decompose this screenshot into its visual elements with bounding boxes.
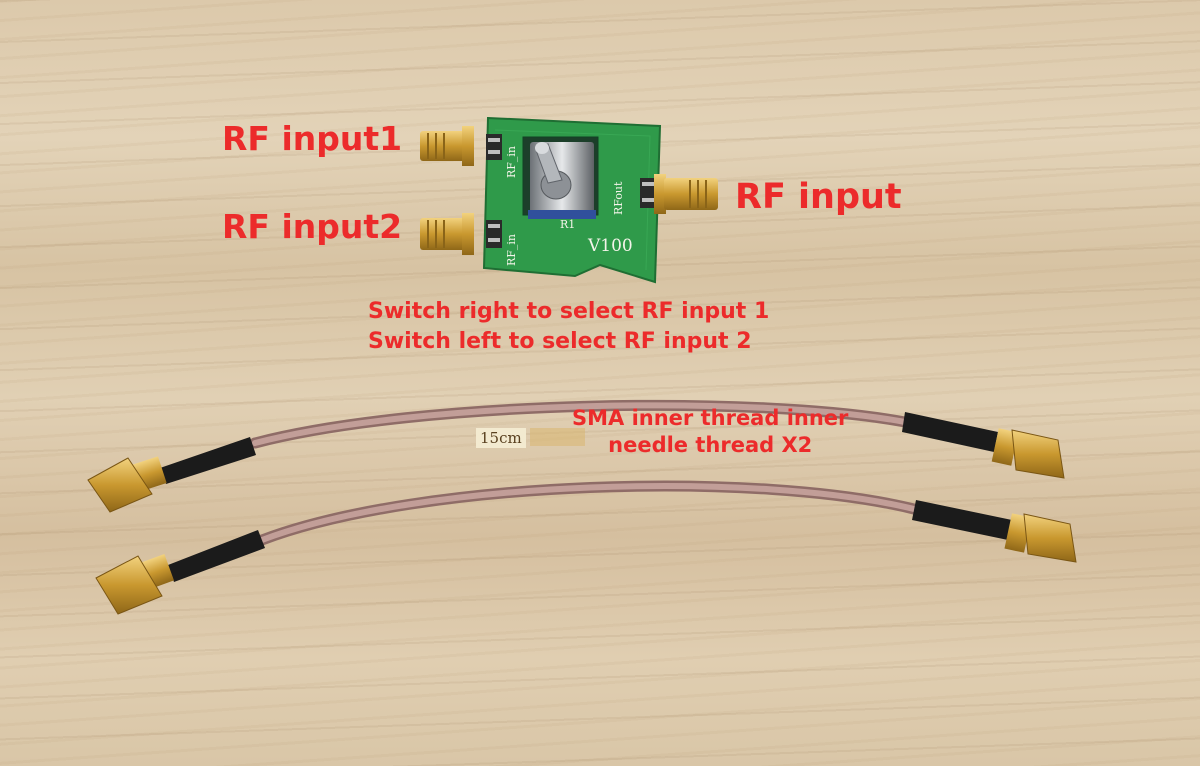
rf-output-annotation: RF input: [735, 177, 902, 217]
board-model-label: V100: [588, 236, 633, 256]
sma-cable-description: SMA inner thread inner needle thread X2: [572, 405, 848, 460]
sma-cable-2: [95, 480, 1077, 615]
cable-length-tag: 15cm: [476, 428, 526, 448]
switch-instructions: Switch right to select RF input 1 Switch…: [368, 297, 769, 356]
sma-cable-1: [87, 399, 1065, 513]
port-in1-silk-label: RF_in: [505, 145, 518, 178]
sma-description-line-1: SMA inner thread inner: [572, 406, 849, 430]
port-out-silk-label: RFout: [612, 181, 625, 215]
pin-header-right: [640, 178, 656, 208]
sma-jack-input1: [420, 126, 474, 166]
switch-instruction-line-1: Switch right to select RF input 1: [368, 299, 770, 324]
switch-pcb: [482, 116, 662, 284]
toggle-switch: [522, 136, 599, 219]
pin-header-left-bottom: [486, 220, 502, 248]
port-in2-silk-label: RF_in: [505, 233, 518, 266]
pin-header-left-top: [486, 134, 502, 160]
cable-tag-sleeve: [530, 428, 585, 446]
sma-jack-input2: [420, 213, 474, 255]
sma-jack-output: [654, 174, 718, 214]
resistor-label: R1: [560, 218, 576, 231]
rf-input1-annotation: RF input1: [222, 119, 403, 158]
rf-input2-annotation: RF input2: [222, 207, 403, 246]
switch-instruction-line-2: Switch left to select RF input 2: [368, 328, 752, 354]
sma-description-line-2: needle thread X2: [608, 433, 813, 458]
